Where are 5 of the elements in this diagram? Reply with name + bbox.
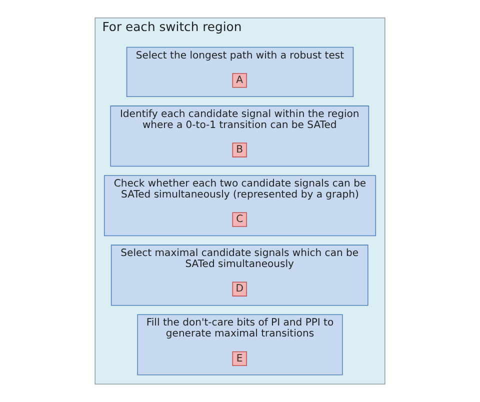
node-box: D xyxy=(232,282,247,296)
node-box: E xyxy=(232,351,247,366)
node-box: B xyxy=(232,142,247,158)
node-box: A xyxy=(232,73,247,88)
node-box: C xyxy=(232,212,247,227)
